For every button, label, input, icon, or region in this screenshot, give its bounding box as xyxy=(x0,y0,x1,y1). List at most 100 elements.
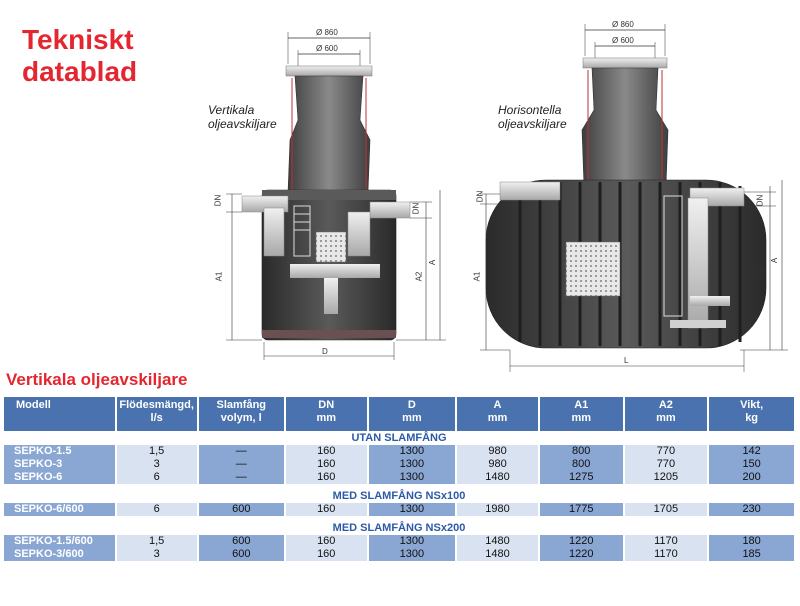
group-header-row: MED SLAMFÅNG NSx200 xyxy=(4,521,794,535)
cell-d: 1300 xyxy=(368,471,456,484)
title-line-2: datablad xyxy=(22,56,138,87)
left-dim-a2: A2 xyxy=(414,271,424,282)
right-dim-a2: A2 xyxy=(756,267,766,278)
cell-flow: 1,5 xyxy=(116,535,197,548)
cell-a: 980 xyxy=(457,458,538,471)
page-title: Tekniskt datablad xyxy=(22,24,137,88)
cell-a2: 770 xyxy=(624,445,708,458)
cell-a2: 1205 xyxy=(624,471,708,484)
left-dim-dn-outlet: DN xyxy=(411,202,421,215)
section-title: Vertikala oljeavskiljare xyxy=(6,370,188,389)
cell-a1: 1275 xyxy=(539,471,623,484)
cell-a1: 800 xyxy=(539,445,623,458)
right-dim-a: A xyxy=(770,257,780,264)
cell-sludge: 600 xyxy=(198,548,284,561)
left-dim-d: D xyxy=(322,347,328,356)
cell-sludge: 600 xyxy=(198,503,284,516)
group-title: MED SLAMFÅNG NSx100 xyxy=(332,489,466,502)
cell-dn: 160 xyxy=(285,445,367,458)
cell-a1: 800 xyxy=(539,458,623,471)
cell-d: 1300 xyxy=(368,458,456,471)
cell-model: SEPKO-6/600 xyxy=(4,503,115,516)
cell-model: SEPKO-3 xyxy=(4,458,115,471)
left-dim-d860: Ø 860 xyxy=(316,28,338,37)
col-header-weight: Vikt,kg xyxy=(709,397,794,431)
vertical-label-line-1: Vertikala xyxy=(208,103,255,117)
cell-d: 1300 xyxy=(368,503,456,516)
cell-model: SEPKO-6 xyxy=(4,471,115,484)
cell-a2: 1170 xyxy=(624,535,708,548)
cell-weight: 150 xyxy=(709,458,794,471)
cell-d: 1300 xyxy=(368,535,456,548)
cell-a: 1480 xyxy=(457,548,538,561)
cell-flow: 3 xyxy=(116,548,197,561)
col-header-flow: Flödesmängd,l/s xyxy=(116,397,197,431)
cell-weight: 200 xyxy=(709,471,794,484)
cell-weight: 230 xyxy=(709,503,794,516)
cell-a: 1480 xyxy=(457,535,538,548)
cell-flow: 6 xyxy=(116,503,197,516)
vertical-separator-drawing xyxy=(226,32,446,360)
cell-sludge: — xyxy=(198,458,284,471)
right-dim-d860: Ø 860 xyxy=(612,20,634,29)
col-header-model: Modell xyxy=(4,397,115,431)
left-dim-a1: A1 xyxy=(214,271,224,282)
group-header-row: UTAN SLAMFÅNG xyxy=(4,431,794,445)
right-dim-d600: Ø 600 xyxy=(612,36,634,45)
cell-model: SEPKO-3/600 xyxy=(4,548,115,561)
cell-dn: 160 xyxy=(285,458,367,471)
cell-dn: 160 xyxy=(285,535,367,548)
cell-a: 1980 xyxy=(457,503,538,516)
cell-a1: 1220 xyxy=(539,548,623,561)
horizontal-separator-drawing xyxy=(480,24,788,372)
cell-model: SEPKO-1.5/600 xyxy=(4,535,115,548)
technical-drawings xyxy=(226,24,788,372)
cell-flow: 3 xyxy=(116,458,197,471)
horizontal-drawing-label: Horisontella oljeavskiljare xyxy=(498,103,567,131)
left-dim-d600: Ø 600 xyxy=(316,44,338,53)
vertical-label-line-2: oljeavskiljare xyxy=(208,117,277,131)
cell-weight: 180 xyxy=(709,535,794,548)
cell-a2: 1705 xyxy=(624,503,708,516)
horizontal-label-line-2: oljeavskiljare xyxy=(498,117,567,131)
cell-a1: 1775 xyxy=(539,503,623,516)
cell-sludge: 600 xyxy=(198,535,284,548)
right-dim-l: L xyxy=(624,356,629,365)
group-header-row: MED SLAMFÅNG NSx100 xyxy=(4,489,794,503)
horizontal-label-line-1: Horisontella xyxy=(498,103,562,117)
cell-a2: 770 xyxy=(624,458,708,471)
title-line-1: Tekniskt xyxy=(22,24,134,55)
cell-a: 1480 xyxy=(457,471,538,484)
cell-model: SEPKO-1.5 xyxy=(4,445,115,458)
cell-weight: 185 xyxy=(709,548,794,561)
cell-weight: 142 xyxy=(709,445,794,458)
right-dim-dn-outlet: DN xyxy=(755,194,765,207)
cell-d: 1300 xyxy=(368,548,456,561)
cell-a2: 1170 xyxy=(624,548,708,561)
cell-flow: 1,5 xyxy=(116,445,197,458)
right-dim-dn: DN xyxy=(475,190,485,203)
cell-dn: 160 xyxy=(285,471,367,484)
cell-sludge: — xyxy=(198,445,284,458)
cell-sludge: — xyxy=(198,471,284,484)
cell-dn: 160 xyxy=(285,503,367,516)
group-title: MED SLAMFÅNG NSx200 xyxy=(332,521,466,534)
cell-d: 1300 xyxy=(368,445,456,458)
cell-a1: 1220 xyxy=(539,535,623,548)
cell-dn: 160 xyxy=(285,548,367,561)
left-dim-a: A xyxy=(428,259,438,266)
